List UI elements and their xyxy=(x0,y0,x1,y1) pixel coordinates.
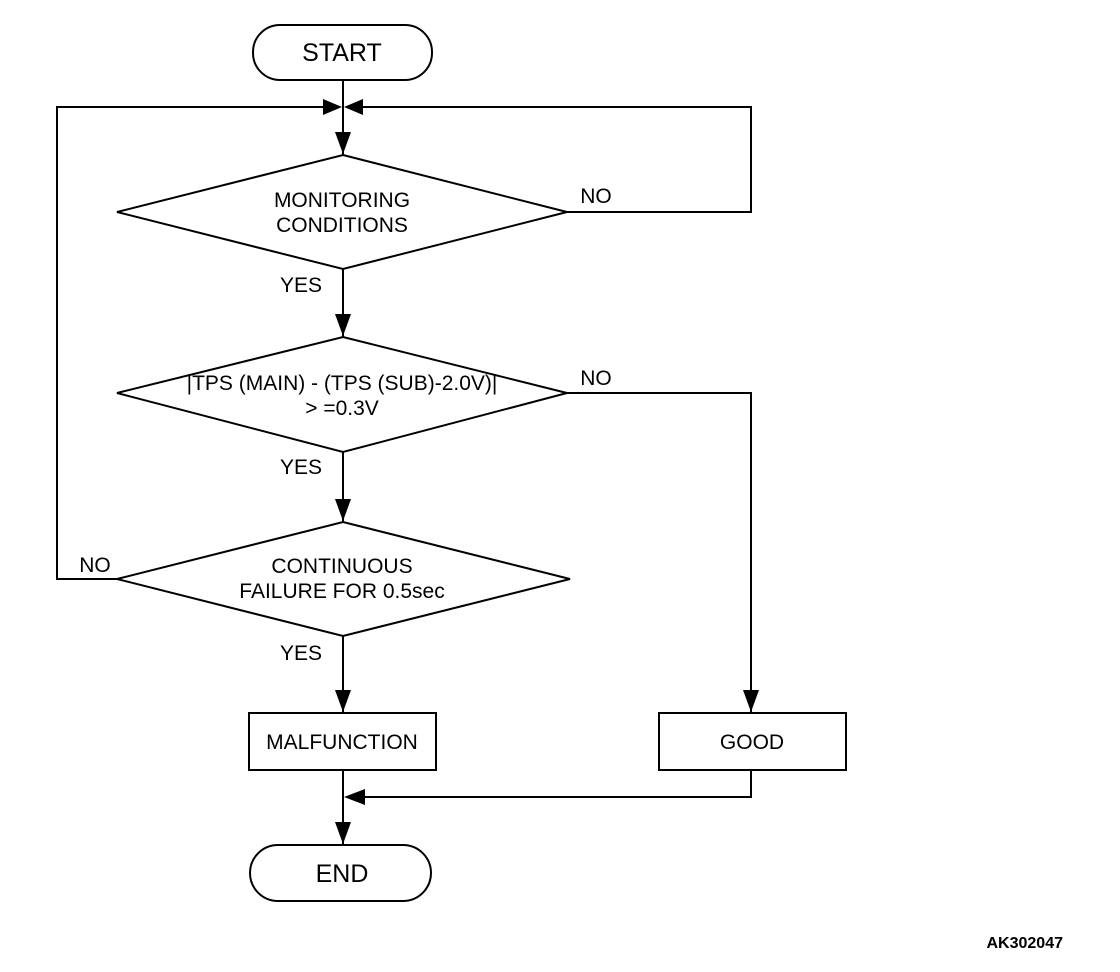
tps-label-line-1: |TPS (MAIN) - (TPS (SUB)-2.0V)| xyxy=(187,372,498,395)
arrowhead-merge-from-right xyxy=(344,99,363,115)
arrowhead-into-end xyxy=(335,822,351,844)
loop-continuous-no xyxy=(56,106,330,580)
arrowhead-into-tps xyxy=(335,314,351,336)
continuous-label-line-2: FAILURE FOR 0.5sec xyxy=(239,580,444,603)
monitoring-label-line-2: CONDITIONS xyxy=(276,214,408,237)
malfunction-box: MALFUNCTION xyxy=(248,712,437,771)
good-label: GOOD xyxy=(720,731,784,754)
arrowheads xyxy=(323,99,759,844)
tps-label-line-2: > =0.3V xyxy=(305,397,379,420)
end-terminal: END xyxy=(249,844,432,902)
edge-label-monitoring-no: NO xyxy=(580,185,612,208)
monitoring-label-line-1: MONITORING xyxy=(274,189,410,212)
branch-tps-no xyxy=(567,392,752,713)
arrowhead-good-merge xyxy=(344,789,365,805)
edge-label-monitoring-yes: YES xyxy=(280,274,322,297)
connector-good-to-end xyxy=(356,770,752,798)
start-terminal: START xyxy=(252,24,433,81)
figure-code: AK302047 xyxy=(987,935,1064,952)
connectors xyxy=(56,80,752,845)
continuous-label-line-1: CONTINUOUS xyxy=(271,555,412,578)
edge-label-tps-no: NO xyxy=(580,367,612,390)
arrowhead-merge-from-left xyxy=(323,99,342,115)
decision-tps-difference: |TPS (MAIN) - (TPS (SUB)-2.0V)| > =0.3V xyxy=(116,335,568,454)
edge-label-continuous-no: NO xyxy=(79,554,111,577)
arrowhead-into-malfunction xyxy=(335,690,351,712)
malfunction-label: MALFUNCTION xyxy=(266,731,418,754)
good-box: GOOD xyxy=(658,712,847,771)
loop-monitoring-no xyxy=(356,106,752,213)
edge-label-continuous-yes: YES xyxy=(280,642,322,665)
decision-continuous-failure: CONTINUOUS FAILURE FOR 0.5sec xyxy=(116,520,571,638)
decision-monitoring-conditions: MONITORING CONDITIONS xyxy=(116,153,568,271)
arrowhead-into-good xyxy=(743,690,759,712)
end-label: END xyxy=(316,860,369,888)
edge-label-tps-yes: YES xyxy=(280,456,322,479)
arrowhead-into-monitoring xyxy=(335,132,351,154)
arrowhead-into-continuous xyxy=(335,499,351,521)
start-label: START xyxy=(302,39,382,67)
